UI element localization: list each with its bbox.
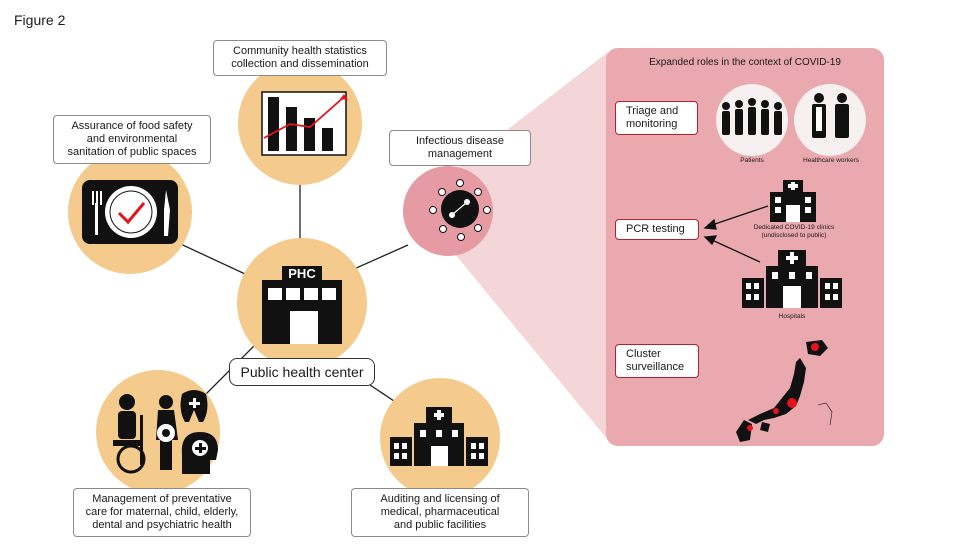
statistics-node (238, 61, 362, 185)
phc-node (237, 238, 367, 368)
infectious-node (403, 166, 493, 256)
clinic-icon (770, 180, 816, 222)
hospitals-caption: Hospitals (778, 313, 806, 320)
figure-title: Figure 2 (14, 12, 66, 28)
center-label: Public health center (229, 358, 375, 386)
tooth-icon (180, 390, 208, 422)
healthcare-workers-caption: Healthcare workers (803, 157, 859, 164)
hospitals-icon (742, 250, 842, 308)
covid-panel-title: Expanded roles in the context of COVID-1… (649, 57, 841, 68)
head-brain-icon (181, 432, 218, 474)
food-safety-node (68, 150, 192, 274)
wheelchair-person-icon (113, 394, 146, 474)
japan-map (736, 340, 833, 442)
phc-badge: PHC (288, 266, 316, 281)
hospital-building-icon (262, 266, 342, 344)
virus-icon (429, 179, 491, 241)
preventative-node (96, 370, 220, 494)
patients-icon (716, 84, 788, 156)
bar-chart-icon (261, 91, 348, 156)
plate-icon (82, 180, 178, 244)
pcr-arrows (703, 205, 769, 263)
auditing-node (380, 378, 500, 498)
pcr-role: PCR testing (615, 219, 699, 240)
hospital-icon (390, 407, 488, 466)
pregnant-woman-icon (156, 395, 178, 470)
patients-caption: Patients (740, 157, 764, 164)
clinics-caption: Dedicated COVID-19 clinics(undisclosed t… (753, 224, 835, 239)
healthcare-workers-icon (794, 84, 866, 156)
